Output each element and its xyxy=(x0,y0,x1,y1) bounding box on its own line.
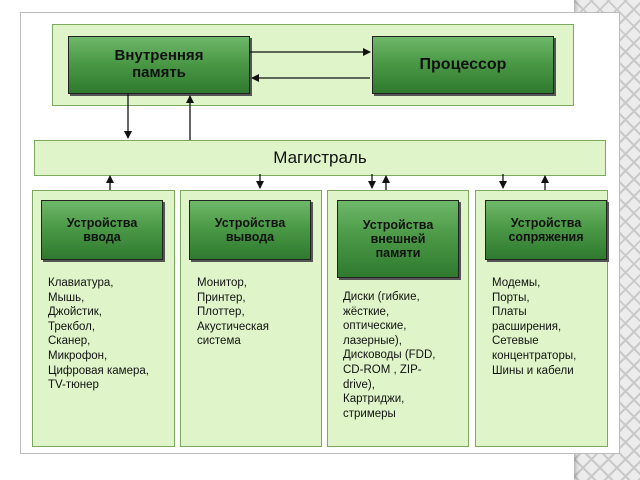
list-item: концентраторы, xyxy=(492,349,577,362)
list-item: расширения, xyxy=(492,320,562,333)
list-item: Шины и кабели xyxy=(492,364,574,377)
list-item: Модемы, xyxy=(492,277,541,289)
input-devices-header: Устройства ввода xyxy=(41,200,163,260)
list-item: Монитор, xyxy=(197,277,248,289)
list-item: Плоттер, xyxy=(197,306,245,319)
list-item: Дисководы (FDD, xyxy=(343,349,436,362)
list-item: стримеры xyxy=(343,407,396,420)
processor-box: Процессор xyxy=(372,36,554,94)
list-item: drive), xyxy=(343,378,375,391)
list-item: Клавиатура, xyxy=(48,277,114,289)
list-item: лазерные), xyxy=(343,334,402,347)
list-item: TV-тюнер xyxy=(48,379,99,392)
interface-devices-header: Устройства сопряжения xyxy=(485,200,607,260)
internal-memory-box: Внутренняя память xyxy=(68,36,250,94)
list-item: CD-ROM , ZIP- xyxy=(343,363,422,376)
output-devices-header: Устройства вывода xyxy=(189,200,311,260)
bus-label: Магистраль xyxy=(273,148,367,167)
list-item: Диски (гибкие, xyxy=(343,291,420,303)
list-item: Трекбол, xyxy=(48,320,96,333)
interface-devices-list: Модемы, Порты, Платы расширения, Сетевые… xyxy=(492,276,576,378)
list-item: Сетевые xyxy=(492,335,539,348)
external-memory-header: Устройства внешней памяти xyxy=(337,200,459,278)
list-item: Принтер, xyxy=(197,291,246,304)
list-item: Платы xyxy=(492,306,527,319)
list-item: Джойстик, xyxy=(48,306,102,319)
list-item: Порты, xyxy=(492,291,530,304)
list-item: оптические, xyxy=(343,320,407,333)
list-item: система xyxy=(197,335,241,348)
bus-bar: Магистраль xyxy=(34,140,606,176)
input-devices-list: Клавиатура, Мышь, Джойстик, Трекбол, Ска… xyxy=(48,276,149,393)
list-item: Микрофон, xyxy=(48,349,108,362)
list-item: Акустическая xyxy=(197,320,269,333)
list-item: Цифровая камера, xyxy=(48,364,149,377)
external-memory-list: Диски (гибкие, жёсткие, оптические, лазе… xyxy=(343,290,435,421)
list-item: жёсткие, xyxy=(343,305,390,318)
list-item: Сканер, xyxy=(48,335,91,348)
output-devices-list: Монитор, Принтер, Плоттер, Акустическая … xyxy=(197,276,269,349)
list-item: Картриджи, xyxy=(343,393,405,406)
list-item: Мышь, xyxy=(48,291,85,304)
